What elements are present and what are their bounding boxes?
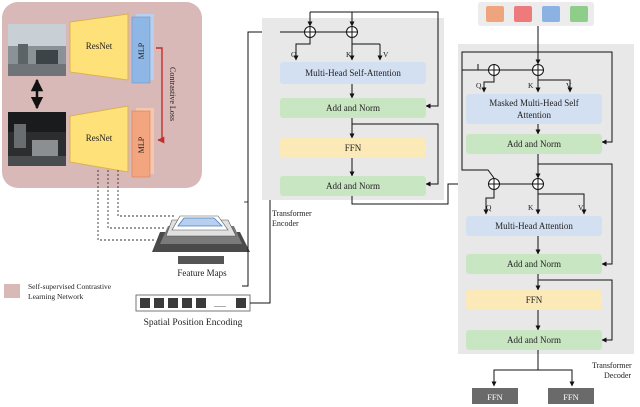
decoder-caption-line1: Transformer (592, 361, 632, 370)
encoder-attention-block (280, 62, 426, 84)
encoder-add-norm-1-label: Add and Norm (326, 103, 380, 113)
legend-line2: Learning Network (28, 292, 83, 301)
resnet-top-block (69, 13, 129, 81)
decoder-v1-label: V (566, 81, 572, 90)
resnet-bottom-label: ResNet (86, 133, 113, 143)
infrared-image (8, 112, 66, 166)
encoder-ffn-label: FFN (345, 143, 362, 153)
decoder-connectors (461, 26, 613, 387)
daytime-image (8, 24, 66, 76)
decoder-attention-label: Multi-Head Attention (495, 221, 573, 231)
decoder-add-norm-2-label: Add and Norm (507, 259, 561, 269)
query-token-1 (486, 6, 504, 22)
decoder-attention-block (466, 216, 602, 236)
encoder-k-label: K (346, 50, 352, 59)
decoder-add-circle-3 (488, 178, 500, 190)
decoder-ffn-block (466, 290, 602, 310)
decoder-add-norm-1-block (466, 134, 602, 154)
feature-maps-pyramid (152, 215, 250, 264)
encoder-caption-line1: Transformer (272, 209, 312, 218)
query-token-3 (542, 6, 560, 22)
decoder-caption-line2: Decoder (604, 371, 631, 380)
query-token-4 (570, 6, 588, 22)
encoder-connectors (280, 11, 439, 187)
mlp-bottom-label: MLP (137, 136, 146, 153)
decoder-k1-label: K (528, 81, 534, 90)
feature-maps-label: Feature Maps (177, 268, 227, 278)
output-ffn-1-block (472, 388, 518, 404)
legend-line1: Self-supervised Contrastive (28, 282, 112, 291)
decoder-masked-attention-line2: Attention (517, 110, 551, 120)
decoder-masked-attention-block (466, 94, 602, 124)
decoder-add-circle-1 (488, 64, 500, 76)
encoder-add-norm-2-label: Add and Norm (326, 181, 380, 191)
encoder-add-norm-2-block (280, 176, 426, 196)
encoder-add-circle-2 (346, 26, 358, 38)
legend-swatch (4, 284, 20, 298)
contrastive-loss-label: Contrastive Loss (168, 67, 177, 121)
query-token-2 (514, 6, 532, 22)
decoder-add-norm-3-block (466, 330, 602, 350)
query-tokens-panel (478, 2, 594, 26)
decoder-q2-label: Q (486, 203, 492, 212)
encoder-caption-line2: Encoder (272, 219, 299, 228)
decoder-masked-attention-line1: Masked Multi-Head Self (489, 98, 578, 108)
resnet-bottom-block (69, 105, 129, 173)
mlp-top-block (131, 14, 154, 84)
spatial-encoding-dots: ...... (214, 300, 226, 309)
decoder-ffn-label: FFN (526, 295, 543, 305)
decoder-v2-label: V (578, 203, 584, 212)
encoder-ffn-block (280, 138, 426, 158)
output-ffn-1-label: FFN (487, 392, 503, 402)
decoder-add-norm-1-label: Add and Norm (507, 139, 561, 149)
decoder-add-circle-4 (532, 178, 544, 190)
spatial-encoding-box (135, 294, 251, 312)
decoder-add-circle-2 (532, 64, 544, 76)
decoder-q1-label: Q (476, 81, 482, 90)
output-ffn-2-label: FFN (563, 392, 579, 402)
mlp-bottom-block (131, 108, 154, 178)
feature-connectors (97, 170, 176, 241)
encoder-add-norm-1-block (280, 98, 426, 118)
resnet-top-label: ResNet (86, 41, 113, 51)
output-ffn-2-block (548, 388, 594, 404)
decoder-k2-label: K (528, 203, 534, 212)
encoder-add-circle-1 (304, 26, 316, 38)
decoder-add-norm-3-label: Add and Norm (507, 335, 561, 345)
contrastive-loss-bracket (156, 47, 165, 144)
encoder-attention-label: Multi-Head Self-Attention (305, 68, 401, 78)
encoder-v-label: V (383, 50, 389, 59)
decoder-add-norm-2-block (466, 254, 602, 274)
spatial-encoding-tokens (140, 298, 246, 308)
mlp-top-label: MLP (137, 42, 146, 59)
spatial-encoding-label: Spatial Position Encoding (144, 318, 243, 328)
encoder-q-label: Q (291, 50, 297, 59)
